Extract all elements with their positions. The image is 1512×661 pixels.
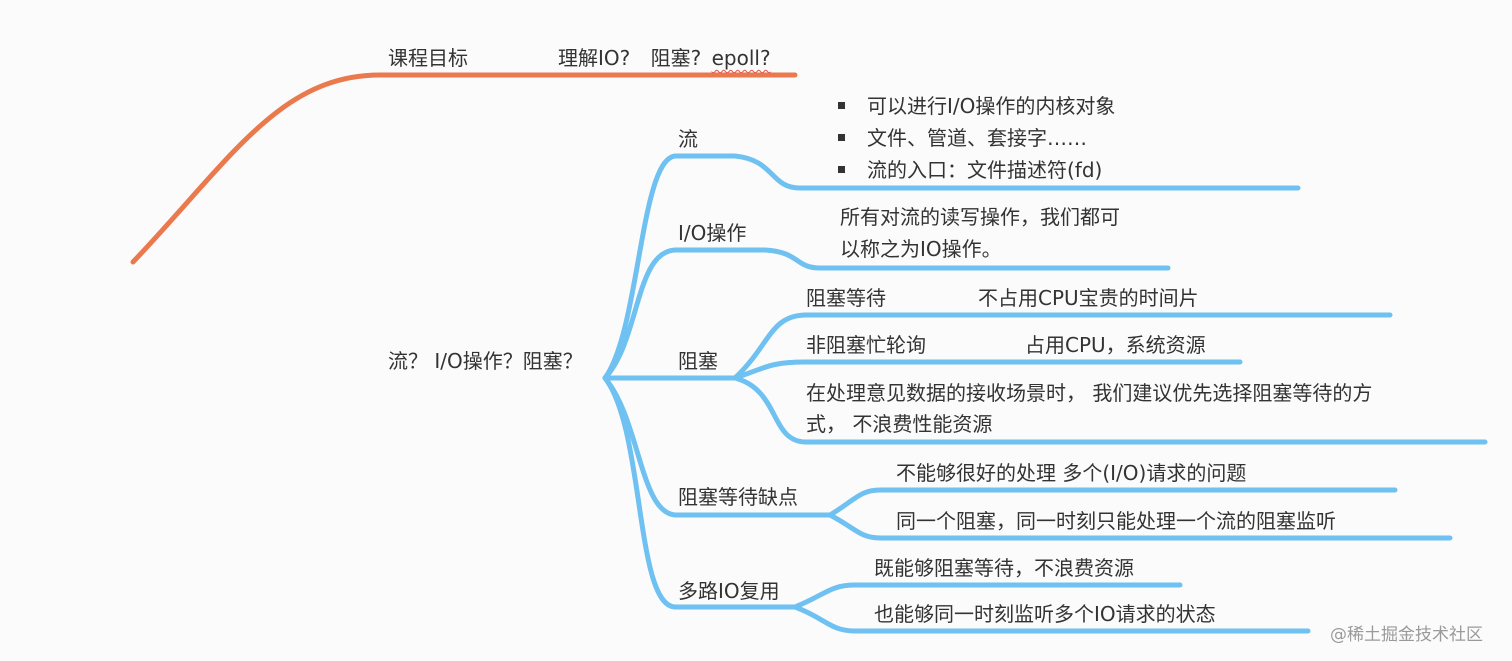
blocking-item1-label: 阻塞等待 bbox=[806, 286, 886, 310]
course-goal-blocking: 阻塞? bbox=[650, 46, 702, 70]
branch-course-goal bbox=[130, 72, 798, 265]
stream-bullet-1-text: 可以进行I/O操作的内核对象 bbox=[867, 94, 1116, 118]
stream-bullet-3-text: 流的入口：文件描述符(fd) bbox=[867, 158, 1103, 182]
stream-bullet-2: 文件、管道、套接字…… bbox=[838, 125, 1087, 151]
branch-multiplex-item1 bbox=[792, 582, 1183, 610]
course-goal-epoll: epoll? bbox=[711, 46, 771, 70]
blocking-item2-detail: 占用CPU，系统资源 bbox=[1025, 333, 1206, 357]
drawbacks-item1: 不能够很好的处理 多个(I/O)请求的问题 bbox=[896, 461, 1247, 485]
stream-bullet-1: 可以进行I/O操作的内核对象 bbox=[838, 93, 1115, 119]
blocking-item3-line2: 式， 不浪费性能资源 bbox=[806, 412, 993, 436]
watermark: @稀土掘金技术社区 bbox=[1330, 625, 1483, 645]
branch-drawbacks-item1 bbox=[827, 487, 1398, 518]
drawbacks-item2: 同一个阻塞，同一时刻只能处理一个流的阻塞监听 bbox=[896, 509, 1336, 533]
node-drawbacks: 阻塞等待缺点 bbox=[678, 485, 798, 509]
multiplex-item1: 既能够阻塞等待，不浪费资源 bbox=[874, 556, 1134, 580]
bullet-square-icon bbox=[838, 134, 845, 141]
node-stream: 流 bbox=[678, 127, 698, 151]
stream-bullet-3: 流的入口：文件描述符(fd) bbox=[838, 157, 1102, 183]
branch-stream bbox=[602, 153, 1301, 381]
node-course-goal-detail: 理解IO? 阻塞? epoll? bbox=[558, 45, 771, 71]
io-op-detail-line2: 以称之为IO操作。 bbox=[840, 237, 1002, 261]
node-root-main: 流？ I/O操作？阻塞？ bbox=[388, 349, 583, 373]
branch-blocking-item3 bbox=[732, 375, 1488, 445]
branch-multiplex-item2 bbox=[792, 604, 1311, 634]
node-course-goal: 课程目标 bbox=[388, 46, 468, 70]
branch-io-op bbox=[602, 247, 1171, 381]
branch-multiplex bbox=[602, 375, 798, 610]
node-blocking: 阻塞 bbox=[678, 349, 718, 373]
bullet-square-icon bbox=[838, 166, 845, 173]
branch-drawbacks-item2 bbox=[827, 512, 1453, 541]
multiplex-item2: 也能够同一时刻监听多个IO请求的状态 bbox=[874, 602, 1216, 626]
blocking-item1-detail: 不占用CPU宝贵的时间片 bbox=[978, 286, 1199, 310]
blocking-item2-label: 非阻塞忙轮询 bbox=[806, 333, 926, 357]
stream-bullet-2-text: 文件、管道、套接字…… bbox=[867, 126, 1087, 150]
io-op-detail-line1: 所有对流的读写操作，我们都可 bbox=[840, 205, 1120, 229]
branch-blocking-item1 bbox=[732, 312, 1393, 381]
blocking-item3-line1: 在处理意见数据的接收场景时， 我们建议优先选择阻塞等待的方 bbox=[806, 381, 1373, 405]
node-multiplex: 多路IO复用 bbox=[678, 579, 780, 603]
branch-blocking-item2 bbox=[732, 359, 1243, 381]
bullet-square-icon bbox=[838, 102, 845, 109]
course-goal-io: 理解IO? bbox=[558, 46, 631, 70]
node-io-op: I/O操作 bbox=[678, 221, 747, 245]
